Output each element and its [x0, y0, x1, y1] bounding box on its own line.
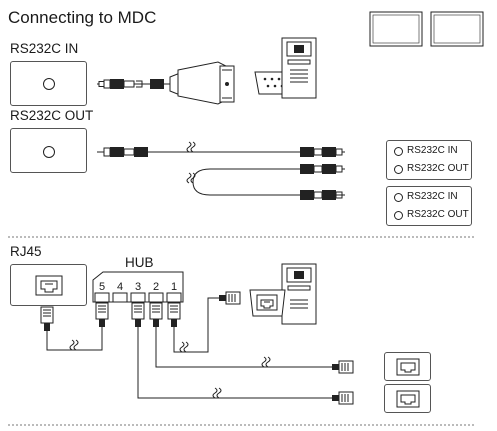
hub-label: HUB — [125, 255, 154, 270]
display-rj45-port — [10, 264, 87, 306]
display-rs232c-in-port — [10, 61, 87, 106]
display-port-options-2: RS232C IN RS232C OUT — [386, 186, 472, 226]
stereo-jack-icon — [43, 146, 55, 158]
radio-icon — [394, 147, 403, 156]
option-rs232c-in: RS232C IN — [407, 145, 458, 156]
option-rs232c-out: RS232C OUT — [407, 163, 469, 174]
rj45-port-icon — [35, 275, 63, 296]
display-rj45-port-1 — [384, 352, 431, 381]
rj45-port-icon — [396, 390, 420, 408]
page-title: Connecting to MDC — [8, 8, 157, 27]
section-label-rs232c-out: RS232C OUT — [10, 108, 94, 123]
display-rj45-port-2 — [384, 384, 431, 413]
rj45-port-icon — [396, 358, 420, 376]
hub-port-number: 5 — [98, 281, 106, 293]
section-label-rj45: RJ45 — [10, 244, 42, 259]
display-port-options-1: RS232C IN RS232C OUT — [386, 140, 472, 180]
radio-icon — [394, 165, 403, 174]
stereo-jack-icon — [43, 78, 55, 90]
hub-port-number: 3 — [134, 281, 142, 293]
radio-icon — [394, 211, 403, 220]
radio-icon — [394, 193, 403, 202]
hub-port-number: 1 — [170, 281, 178, 293]
option-rs232c-in: RS232C IN — [407, 191, 458, 202]
display-rs232c-out-port — [10, 128, 87, 173]
hub-port-number: 4 — [116, 281, 124, 293]
section-label-rs232c-in: RS232C IN — [10, 41, 79, 56]
option-rs232c-out: RS232C OUT — [407, 209, 469, 220]
hub-port-number: 2 — [152, 281, 160, 293]
